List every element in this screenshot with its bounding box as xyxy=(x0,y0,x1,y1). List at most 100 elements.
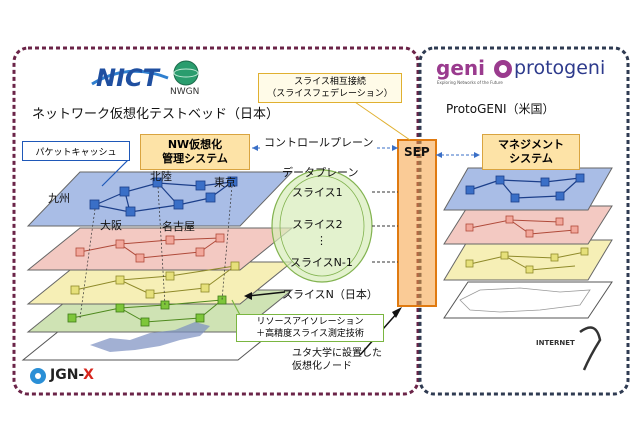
us-pink-nodes xyxy=(465,215,579,238)
packet-cache-pointer xyxy=(101,159,129,187)
yellow-layer-network xyxy=(74,265,236,295)
node xyxy=(195,313,205,323)
node xyxy=(540,177,550,187)
node xyxy=(115,303,125,313)
jgnx-logo-text: JGN-X xyxy=(50,367,94,383)
node xyxy=(200,283,210,293)
isolation-pointer xyxy=(231,299,241,316)
slice2-label: スライス2 xyxy=(292,218,343,231)
nwgn-logo-text: NWGN xyxy=(170,87,200,97)
node xyxy=(575,173,585,183)
node xyxy=(119,186,130,197)
node xyxy=(465,223,474,232)
arrowhead xyxy=(392,307,402,318)
jp-layer-blue xyxy=(26,171,294,227)
node xyxy=(160,300,170,310)
slice-n-label: スライスN（日本） xyxy=(282,288,378,301)
node xyxy=(115,239,125,249)
node xyxy=(500,251,509,260)
jp-layer-pink xyxy=(26,227,294,271)
node xyxy=(525,229,534,238)
sep-label: SEP xyxy=(404,145,430,159)
inter-layer-links xyxy=(79,185,233,319)
jgnx-prefix: JGN- xyxy=(50,367,84,383)
node xyxy=(230,261,240,271)
blue-layer-nodes xyxy=(89,176,238,217)
node xyxy=(135,253,145,263)
node xyxy=(165,235,175,245)
city-nagoya: 名古屋 xyxy=(162,220,195,233)
city-hokuriku: 北陸 xyxy=(150,170,172,183)
sep-column xyxy=(397,139,437,307)
nwgn-logo-band xyxy=(173,68,199,78)
node xyxy=(580,247,589,256)
node xyxy=(125,206,136,217)
node xyxy=(555,217,564,226)
node xyxy=(510,193,520,203)
data-plane-ellipse-inner xyxy=(279,175,365,277)
arrowhead xyxy=(252,145,258,151)
arrowhead xyxy=(474,152,480,158)
node xyxy=(465,185,475,195)
node xyxy=(70,285,80,295)
node xyxy=(75,247,85,257)
node xyxy=(165,271,175,281)
control-plane-label: コントロールプレーン xyxy=(262,134,376,150)
node xyxy=(555,191,565,201)
node xyxy=(195,180,206,191)
us-yellow-nodes xyxy=(465,247,589,274)
federation-pointer xyxy=(351,99,411,141)
internet2-logo-mark xyxy=(579,326,602,371)
jp-testbed-title: ネットワーク仮想化テストベッド（日本） xyxy=(32,107,280,122)
us-testbed-title: ProtoGENI（米国） xyxy=(446,102,555,116)
node xyxy=(140,317,150,327)
yellow-layer-nodes xyxy=(70,261,240,299)
node xyxy=(495,175,505,185)
us-layer-substrate xyxy=(443,281,613,319)
nw-mgmt-box: NW仮想化 管理システム xyxy=(140,134,250,170)
slice-dots: ⋮ xyxy=(316,234,327,247)
japan-map-silhouette xyxy=(90,322,210,352)
nict-logo-arc xyxy=(91,69,169,86)
us-blue-nodes xyxy=(465,173,585,203)
arrowhead xyxy=(436,152,442,158)
node xyxy=(67,313,77,323)
city-osaka: 大阪 xyxy=(100,219,122,232)
federation-callout: スライス相互接続 （スライスフェデレーション） xyxy=(258,73,402,103)
packet-cache-callout: パケットキャッシュ xyxy=(22,141,130,161)
arrowhead xyxy=(244,292,252,300)
isolation-callout: リソースアイソレーション ＋高精度スライス測定技術 xyxy=(236,314,384,342)
node xyxy=(215,233,225,243)
node xyxy=(525,265,534,274)
slice1-label: スライス1 xyxy=(292,186,343,199)
internet2-logo-text: INTERNET xyxy=(536,339,575,347)
us-map-silhouette xyxy=(459,287,591,313)
node xyxy=(465,259,474,268)
green-layer-nodes xyxy=(67,295,227,327)
city-kyushu: 九州 xyxy=(48,192,70,205)
node xyxy=(152,177,163,188)
arrowhead xyxy=(392,145,398,151)
us-region-border xyxy=(418,46,630,396)
node xyxy=(205,192,216,203)
data-plane-label: データプレーン xyxy=(282,166,359,179)
node xyxy=(145,289,155,299)
protogeni-logo-dot xyxy=(499,65,507,73)
node xyxy=(173,199,184,210)
city-tokyo: 東京 xyxy=(214,176,236,189)
node xyxy=(227,176,238,187)
node xyxy=(505,215,514,224)
us-mgmt-box: マネジメント システム xyxy=(482,134,580,170)
pink-layer-nodes xyxy=(75,233,225,263)
jgnx-logo-dot xyxy=(35,373,41,379)
node xyxy=(89,199,100,210)
node xyxy=(195,247,205,257)
node xyxy=(115,275,125,285)
nict-logo-text: NICT xyxy=(96,64,159,92)
geni-logo-text: geni xyxy=(436,56,485,80)
slice-n-arrow xyxy=(247,291,286,297)
node xyxy=(550,253,559,262)
utah-label: ユタ大学に設置した 仮想化ノード xyxy=(292,348,382,372)
